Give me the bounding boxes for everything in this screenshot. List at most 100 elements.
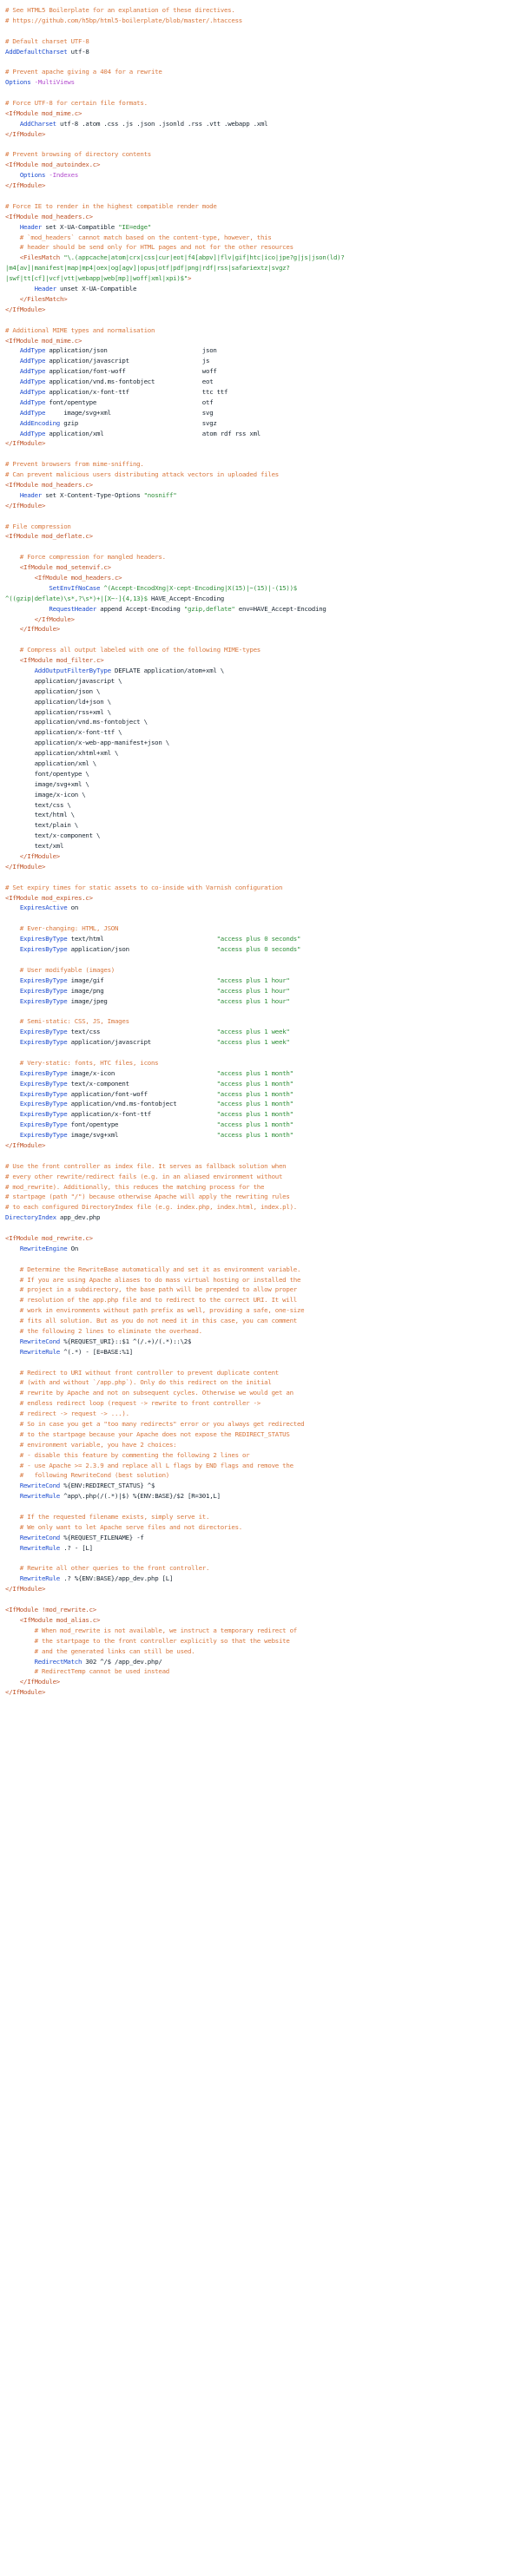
code-line: RewriteCond %{REQUEST_FILENAME} -f [5,1533,521,1543]
text-token: image/x-icon \ [5,790,86,798]
code-line: </IfModule> [5,1687,521,1698]
directive-token: ExpiresByType [19,945,68,954]
code-line: # Force IE to render in the highest comp… [5,201,521,212]
code-line: ExpiresByType image/gif "access plus 1 h… [5,976,521,986]
code-line: Options -Indexes [5,170,521,181]
code-line: </IfModule> [5,1584,521,1594]
code-line: font/opentype \ [5,769,521,779]
code-line: </IfModule> [5,305,521,315]
code-line: <IfModule mod_autoindex.c> [5,160,521,170]
comment-token: # Can prevent malicious users distributi… [5,470,279,479]
comment-token: # Semi-static: CSS, JS, Images [5,1017,129,1026]
text-token: image/svg+xml \ [5,779,89,788]
text-token [5,997,20,1005]
comment-token: # startpage (path "/") because otherwise… [5,1193,290,1201]
directive-token: SetEnvIfNoCase [49,583,101,592]
comment-token: # Set expiry times for static assets to … [5,883,283,891]
text-token: utf-8 .atom .css .js .json .jsonld .rss … [56,119,268,128]
code-line: ​ [5,1151,521,1161]
code-line: DirectoryIndex app_dev.php [5,1212,521,1223]
directive-token: ExpiresByType [19,1100,68,1108]
code-line: RewriteRule ^app\.php(/(.*)|$) %{ENV:BAS… [5,1491,521,1502]
code-line: ExpiresByType image/png "access plus 1 h… [5,986,521,996]
directive-token: RedirectMatch [34,1657,82,1666]
text-token: image/svg+xml [67,1131,217,1140]
directive-token: RewriteRule [19,1574,61,1583]
text-token [5,223,20,231]
text-token [5,904,20,911]
code-line: ​ [5,1502,521,1512]
directive-token: Header [34,285,56,293]
text-token: %{REQUEST_FILENAME} -f [60,1533,144,1541]
code-line: RewriteCond %{REQUEST_URI}::$1 ^(/.+)/(.… [5,1337,521,1347]
code-line: # Can prevent malicious users distributi… [5,470,521,480]
code-line: <IfModule mod_headers.c> [5,212,521,222]
text-token [5,976,20,984]
value-token: -MultiViews [30,78,75,87]
comment-token: # every other rewrite/redirect fails (e.… [5,1172,283,1180]
string-token: ^((gzip|deflate)\s*,?\s*)+|[X~-]{4,13}$ [5,594,148,602]
text-token: text/html \ [5,811,75,819]
code-line: </IfModule> [5,129,521,140]
code-line: ​ [5,1254,521,1265]
directive-token: RewriteCond [19,1337,61,1345]
code-line: # User modifyable (images) [5,965,521,976]
text-token [5,398,20,406]
code-line: # the following 2 lines to eliminate the… [5,1326,521,1337]
directive-token: DirectoryIndex [5,1213,56,1222]
code-line: </IfModule> [5,501,521,511]
directive-token: AddType [19,378,46,386]
directive-token: AddType [19,387,46,396]
code-line: # Additional MIME types and normalisatio… [5,325,521,336]
section-tag-token: </IfModule> [5,1140,46,1149]
text-token [5,491,20,499]
comment-token: # Force compression for mangled headers. [5,553,166,562]
code-line: # (with and without `/app.php`). Only do… [5,1377,521,1388]
value-token: -Indexes [45,171,79,180]
code-line: RequestHeader append Accept-Encoding "gz… [5,604,521,614]
code-line: application/x-font-ttf \ [5,727,521,738]
code-line: text/x-component \ [5,831,521,841]
comment-token: # - use Apache >= 2.3.9 and replace all … [5,1461,293,1469]
directive-token: ExpiresByType [19,1131,68,1140]
string-token: "access plus 1 hour" [216,976,290,984]
text-token: .? %{ENV:BASE}/app_dev.php [L] [60,1574,174,1583]
text-token [5,1131,20,1139]
comment-token: # Prevent browsers from mime-sniffing. [5,460,144,469]
comment-token: # See HTML5 Boilerplate for an explanati… [5,6,235,14]
htaccess-code-view: # See HTML5 Boilerplate for an explanati… [5,6,521,1698]
directive-token: RewriteCond [19,1533,61,1541]
directive-token: Header [19,490,43,499]
code-line: ExpiresByType image/x-icon "access plus … [5,1068,521,1079]
code-line: # RedirectTemp cannot be used instead [5,1666,521,1677]
text-token: application/json [67,945,217,954]
directive-token: AddEncoding [19,418,61,427]
text-token: application/xml \ [5,759,97,768]
code-line: # Determine the RewriteBase automaticall… [5,1265,521,1275]
text-token: append Accept-Encoding [96,604,184,613]
comment-token: # following RewriteCond (best solution) [5,1471,169,1480]
directive-token: AddType [19,346,46,355]
comment-token: # Prevent browsing of directory contents [5,150,151,159]
section-tag-token: <IfModule mod_mime.c> [5,336,82,345]
code-line: <IfModule mod_headers.c> [5,480,521,490]
text-token: text/css [67,1028,217,1036]
code-line: # environment variable, you have 2 choic… [5,1440,521,1450]
code-line: </IfModule> [5,614,521,625]
code-line: AddType application/xml atom rdf rss xml [5,429,521,439]
section-tag-token: <IfModule mod_mime.c> [5,108,82,117]
comment-token: # When mod_rewrite is not available, we … [5,1626,298,1634]
text-token [5,409,20,417]
code-line: <IfModule mod_filter.c> [5,655,521,666]
code-line: # startpage (path "/") because otherwise… [5,1192,521,1202]
text-token [5,1482,20,1489]
section-tag-token: </IfModule> [5,862,46,871]
string-token: "access plus 1 month" [216,1079,293,1088]
code-line: image/x-icon \ [5,790,521,800]
section-tag-token: </IfModule> [5,1688,46,1697]
code-line: ​ [5,1594,521,1605]
code-line: # We only want to let Apache serve files… [5,1522,521,1533]
code-line: ExpiresByType image/jpeg "access plus 1 … [5,996,521,1007]
section-tag-token: <IfModule mod_alias.c> [5,1615,101,1624]
code-line: ExpiresActive on [5,903,521,913]
